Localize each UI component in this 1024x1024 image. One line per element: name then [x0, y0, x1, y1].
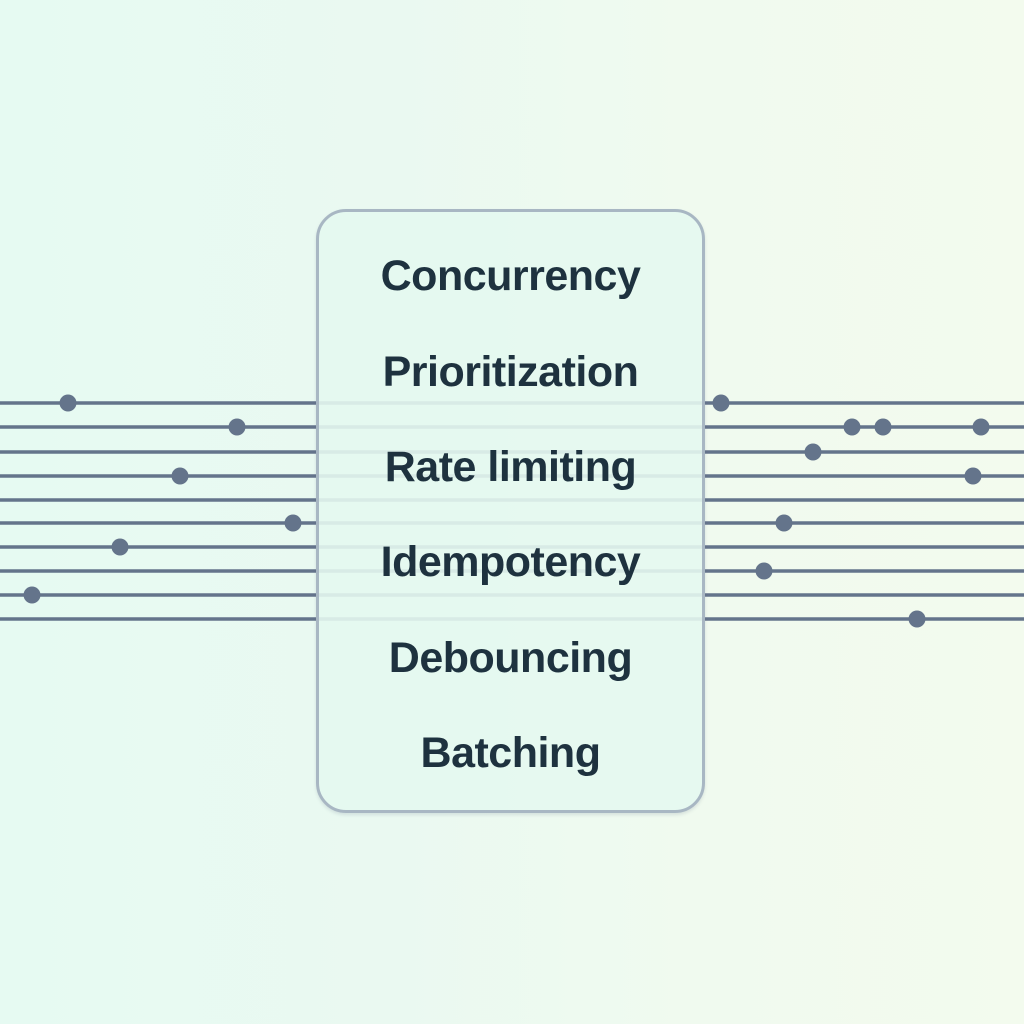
stream-dot: [284, 514, 302, 532]
concept-debouncing: Debouncing: [388, 633, 633, 682]
concept-rate-limiting: Rate limiting: [384, 442, 637, 491]
concept-batching: Batching: [420, 729, 601, 778]
stream-dot: [964, 467, 982, 485]
stream-dot: [228, 418, 246, 436]
concept-prioritization: Prioritization: [382, 347, 639, 396]
stream-dot: [843, 418, 861, 436]
stream-dot: [874, 418, 892, 436]
concept-idempotency: Idempotency: [380, 538, 641, 587]
stream-dot: [775, 514, 793, 532]
concept-concurrency: Concurrency: [380, 252, 641, 301]
stream-dot: [755, 562, 773, 580]
stream-dot: [171, 467, 189, 485]
stream-dot: [23, 586, 41, 604]
stream-dot: [111, 538, 129, 556]
stream-dot: [712, 394, 730, 412]
stream-dot: [804, 443, 822, 461]
concepts-card: Concurrency Prioritization Rate limiting…: [316, 209, 705, 813]
stream-dot: [908, 610, 926, 628]
stream-dot: [972, 418, 990, 436]
stream-dot: [59, 394, 77, 412]
